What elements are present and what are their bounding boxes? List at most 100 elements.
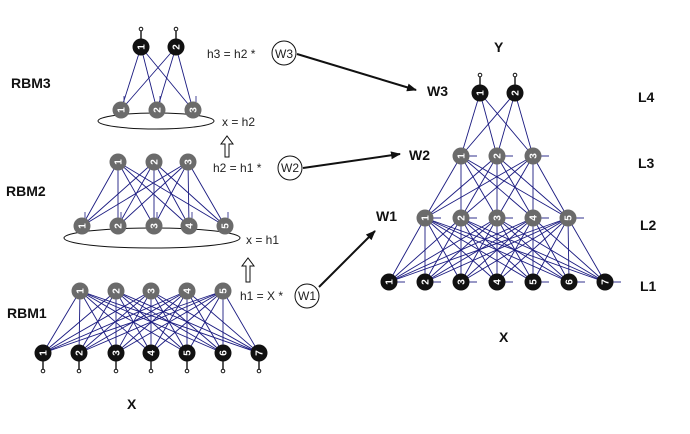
rbm1-hidden-node: 2 <box>107 282 125 300</box>
l1-node: 6 <box>560 273 585 291</box>
rbm2-visible-node-circle <box>145 217 163 235</box>
rbm3-visible-node-circle <box>112 101 130 119</box>
l1-node: 1 <box>380 273 405 291</box>
l2-node-label: 5 <box>564 215 575 221</box>
stacked-l2-l1-edge <box>496 217 569 283</box>
stacked-l2-l1-edge <box>532 217 569 283</box>
rbm2-edge <box>81 161 119 227</box>
l3-node-label: 2 <box>493 153 504 159</box>
rbm1-hidden-node-circle <box>142 282 160 300</box>
rbm3-hidden-node: 1 <box>132 26 150 56</box>
rbm3-visible-node-circle <box>184 101 202 119</box>
rbm2-hidden-node-label: 1 <box>114 159 125 165</box>
l4-node: 1 <box>471 72 489 102</box>
l2-node-circle <box>416 209 434 227</box>
rbm1-edge <box>42 290 81 354</box>
rbm1-edge <box>150 290 224 354</box>
rbm1-hidden-node: 4 <box>178 282 196 300</box>
rbm1-hidden-node: 3 <box>142 282 160 300</box>
l2-node: 3 <box>488 209 513 227</box>
rbm3-visible-node-label: 3 <box>189 107 200 113</box>
rbm1-hidden-node-circle <box>178 282 196 300</box>
rbm1-visible-node-label: 3 <box>112 350 123 356</box>
rbm2-edge <box>117 161 189 227</box>
l3-node: 2 <box>488 147 513 165</box>
rbm1-visible-node: 7 <box>250 344 268 374</box>
formula-h2-weight: W2 <box>281 161 299 175</box>
l1-node-label: 7 <box>601 279 612 285</box>
stacked-l2-l1-edge <box>567 217 570 283</box>
stacked-l2-l1-edge <box>460 217 569 283</box>
label-l4: L4 <box>638 89 655 105</box>
label-y-right: Y <box>494 39 504 55</box>
rbm1-hidden-node-label: 5 <box>219 288 230 294</box>
formula-h3-weight: W3 <box>275 47 293 61</box>
l1-node: 2 <box>416 273 441 291</box>
rbm1-hidden-node-label: 1 <box>76 288 87 294</box>
rbm3-visible-node-label: 2 <box>153 107 164 113</box>
stacked-l2-l1-edge <box>388 217 426 283</box>
rbm1-edge <box>222 290 260 354</box>
arrow-w1 <box>318 230 376 288</box>
rbm3-edge <box>175 46 194 111</box>
rbm2-visible-node-label: 2 <box>114 223 125 229</box>
rbm1-visible-node-label: 2 <box>75 350 86 356</box>
l1-node-circle <box>380 273 398 291</box>
stacked-l3-l2-edge <box>496 155 569 219</box>
up-arrow-h2-icon <box>220 135 234 158</box>
rbm2-visible-node-circle <box>180 217 198 235</box>
stacked-l4-l3-edge <box>514 92 534 157</box>
stacked-l2-l1-edge <box>567 217 606 283</box>
rbm2-hidden-node: 3 <box>179 153 197 171</box>
rbm1-edge <box>186 290 224 354</box>
label-l3: L3 <box>638 155 655 171</box>
rbm3-hidden-node-stub-end <box>173 26 179 32</box>
l1-node-circle <box>524 273 542 291</box>
l1-node-circle <box>452 273 470 291</box>
label-rbm3: RBM3 <box>11 75 51 91</box>
rbm1-hidden-node-label: 3 <box>147 288 158 294</box>
rbm1-hidden-node-circle <box>107 282 125 300</box>
rbm1-visible-node-circle <box>250 344 268 362</box>
l4-node: 2 <box>506 72 524 102</box>
rbm1-visible-node-stub-end <box>76 368 82 374</box>
w3-circle <box>271 40 297 66</box>
stacked-l3-l2-edge <box>460 155 534 219</box>
arrow-w3 <box>296 53 417 92</box>
rbm2-hidden-node: 2 <box>145 153 163 171</box>
rbm1-visible-node-stub-end <box>113 368 119 374</box>
l1-node-label: 1 <box>385 279 396 285</box>
rbm1-edge <box>42 290 224 354</box>
rbm1-visible-node-circle <box>142 344 160 362</box>
l4-node-circle <box>506 84 524 102</box>
l1-node-label: 6 <box>565 279 576 285</box>
rbm2-visible-node: 1 <box>73 217 91 235</box>
stacked-l2-l1-edge <box>388 217 462 283</box>
rbm2-visible-node: 2 <box>109 217 127 235</box>
rbm2-visible-node-circle <box>216 217 234 235</box>
stacked-l2-l1-edge <box>388 217 569 283</box>
up-arrow-h1-icon <box>241 257 255 283</box>
l4-node-circle <box>471 84 489 102</box>
rbm1-visible-node-circle <box>214 344 232 362</box>
rbm3-hidden-node-label: 1 <box>137 44 148 50</box>
rbm1-visible-node-circle <box>107 344 125 362</box>
l4-node-label: 2 <box>511 90 522 96</box>
label-w3: W3 <box>427 83 448 99</box>
stacked-l4-l3-edge <box>479 92 534 157</box>
rbm1-edge <box>42 290 152 354</box>
w1-circle <box>294 283 320 309</box>
rbm2-visible-node-circle <box>73 217 91 235</box>
rbm1-visible-node-label: 7 <box>255 350 266 356</box>
rbm1-visible-node-stub-end <box>40 368 46 374</box>
l3-node-circle <box>524 147 542 165</box>
rbm3-hidden-node-label: 2 <box>172 44 183 50</box>
rbm2-edge <box>81 161 189 227</box>
l2-node: 2 <box>452 209 477 227</box>
rbm1-hidden-node-circle <box>71 282 89 300</box>
rbm1-hidden-node-circle <box>214 282 232 300</box>
stacked-l3-l2-edge <box>424 155 534 219</box>
l2-node: 4 <box>524 209 549 227</box>
